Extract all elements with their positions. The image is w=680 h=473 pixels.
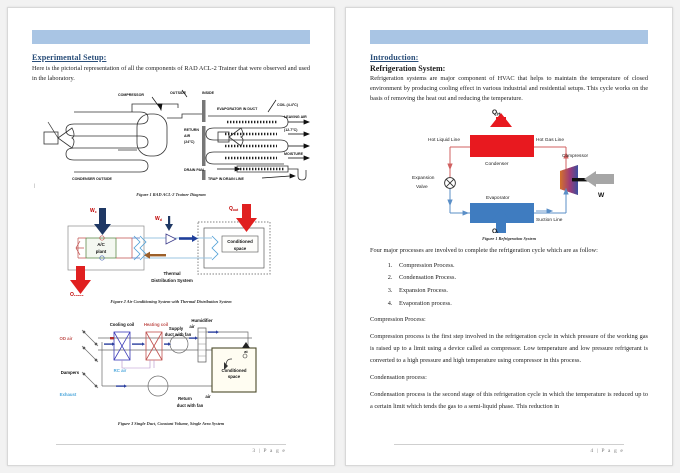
condensation-body: Condensation process is the second stage… <box>370 391 648 411</box>
processes-list: Compression Process. Condensation Proces… <box>370 260 648 310</box>
processes-lead: Four major processes are involved to com… <box>370 246 598 254</box>
label-evaporator-in-duct: EVAPORATOR IN DUCT <box>217 107 258 111</box>
figure-3-caption: Figure 3 Single Duct, Constant Volume, S… <box>117 421 225 427</box>
label-moisture: MOISTURE <box>284 152 304 156</box>
label-conditioned-space-2: space <box>228 374 241 379</box>
label-leaving-air-temp: (12.7°C) <box>284 128 298 132</box>
label-wd: Wd <box>155 216 162 222</box>
label-ac-plant-2: plant <box>96 249 107 254</box>
figure-2-caption: Figure 2 Air Conditioning System with Th… <box>110 299 232 305</box>
figure-2-ac-system: Wc Wd Qout Qspace A/C plant Conditioned … <box>32 204 310 304</box>
label-rc-air: RC air <box>114 368 127 373</box>
page-footer-right: 4 | P a g e <box>394 444 624 454</box>
label-qspace: Qspace <box>70 292 84 296</box>
label-outside: OUTSIDE <box>170 91 187 95</box>
label-inside: INSIDE <box>202 91 215 95</box>
label-wc: Wc <box>90 208 97 214</box>
label-suction-line: Suction Line <box>536 217 563 223</box>
label-condenser: Condenser <box>485 161 509 167</box>
label-supply-duct-2: duct with fan <box>165 332 192 337</box>
label-od-air: OD air <box>60 336 73 341</box>
label-ac-plant: A/C <box>97 242 105 247</box>
label-condenser-outside: CONDENSER OUTSIDE <box>72 177 113 181</box>
label-qh: QH <box>492 109 501 117</box>
label-dampers: Dampers <box>61 370 80 375</box>
label-ql: QL <box>492 228 500 233</box>
label-drain-pan: DRAIN PAN <box>184 168 204 172</box>
page-title: Experimental Setup: <box>32 53 107 62</box>
compression-heading: Compression Process: <box>370 316 426 324</box>
label-heating-coil: Heating coil <box>144 322 168 327</box>
label-return-duct-2: duct with fan <box>177 403 204 408</box>
figure-1-trainer-diagram: COMPRESSOR OUTSIDE INSIDE EVAPORATOR IN … <box>32 88 310 197</box>
figure-1-caption: Figure 1 RAD ACL-2 Trainer Diagram <box>136 192 206 198</box>
label-return-air-2: AIR <box>184 134 191 138</box>
label-exhaust: Exhaust <box>60 392 77 397</box>
label-conditioned-2: space <box>234 246 247 251</box>
label-compressor: Compressor <box>562 153 589 159</box>
list-item: Evaporation process. <box>394 298 648 311</box>
label-thermal-2: Distribution System <box>151 278 193 283</box>
label-supply-air: air <box>189 324 195 329</box>
label-leaving-air: LEAVING AIR <box>284 115 307 119</box>
label-evaporator: Evaporator <box>486 195 510 201</box>
label-supply-duct: Supply <box>169 326 184 331</box>
label-trap-in-drain-line: TRAP IN DRAIN LINE <box>208 177 244 181</box>
page-header-band <box>370 30 648 44</box>
compression-body: Compression process is the first step in… <box>370 333 648 364</box>
list-item: Condensation Process. <box>394 272 648 285</box>
label-qout: Qout <box>229 206 239 212</box>
list-item: Compression Process. <box>394 260 648 273</box>
label-return-duct: Return <box>178 396 192 401</box>
figure-3-single-duct-system: Cooling coil Heating coil Humidifier Sup… <box>32 310 310 426</box>
label-expansion-2: Valve <box>416 184 428 190</box>
figure-refrigeration-system: QH QL W Hot Liquid Line Hot Gas Line Con… <box>370 109 648 241</box>
list-item: Expansion Process. <box>394 285 648 298</box>
page-right: Introduction: Refrigeration System: Refr… <box>345 7 673 466</box>
label-return-air: air <box>205 394 211 399</box>
page-left: Experimental Setup: Here is the pictoria… <box>7 7 335 466</box>
sub-heading: Refrigeration System: <box>370 64 446 73</box>
intro-paragraph: Here is the pictorial representation of … <box>32 65 310 83</box>
label-hot-liquid-line: Hot Liquid Line <box>428 137 460 143</box>
label-thermal: Thermal <box>163 271 180 276</box>
label-return-air-temp: (24°C) <box>184 140 195 144</box>
condensation-heading: Condensation process: <box>370 374 427 382</box>
label-conditioned: Conditioned <box>227 239 253 244</box>
intro-paragraph: Refrigeration systems are major componen… <box>370 75 648 103</box>
label-hot-gas-line: Hot Gas Line <box>536 137 564 143</box>
page-title: Introduction: <box>370 53 419 62</box>
label-return-air: RETURN <box>184 128 199 132</box>
label-expansion: Expansion <box>412 175 435 181</box>
figure-caption: Figure 1 Refrigeration System <box>482 235 536 241</box>
label-cooling-coil: Cooling coil <box>110 322 135 327</box>
label-coil: COIL (4.4°C) <box>277 103 299 107</box>
label-compressor: COMPRESSOR <box>118 93 144 97</box>
label-w: W <box>598 192 605 199</box>
label-conditioned-space: Conditioned <box>221 368 246 373</box>
label-humidifier: Humidifier <box>191 318 213 323</box>
page-footer-left: 3 | P a g e <box>56 444 286 454</box>
page-header-band <box>32 30 310 44</box>
label-at: at <box>244 350 248 354</box>
